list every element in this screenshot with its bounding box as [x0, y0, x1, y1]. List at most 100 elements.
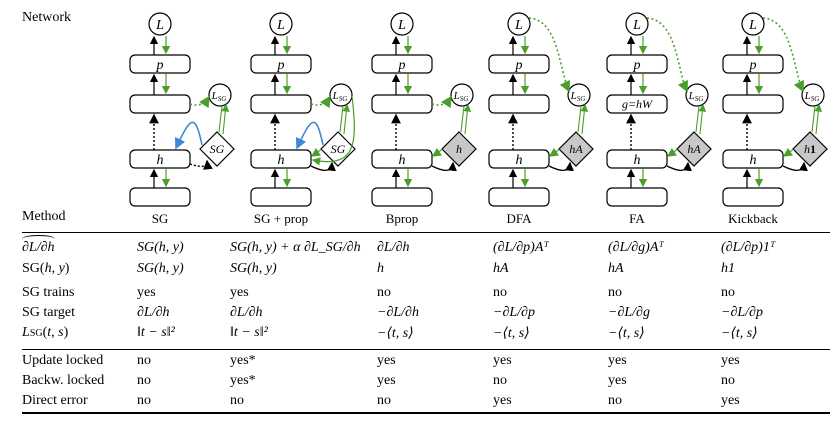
loss-node [148, 12, 172, 36]
sg-module-label: SG [331, 142, 346, 156]
table-cell-direct-error: no [137, 393, 151, 408]
sg-module-label: h [456, 142, 462, 156]
h-layer-box [371, 149, 433, 169]
sg-to-loss-link [580, 103, 589, 135]
h-layer-box [606, 149, 668, 169]
synthetic-gradient-arrow [174, 121, 203, 150]
h-layer-box [722, 149, 784, 169]
hidden-layer-label: g=hW [622, 97, 653, 111]
sg-module-label: hA [569, 142, 583, 156]
h-to-sg-arrow [666, 161, 692, 172]
table-cell-direct-error: yes [721, 393, 740, 408]
table-mid-rule [22, 349, 830, 350]
table-cell-grad: (∂L/∂p)1ᵀ [721, 240, 776, 255]
p-layer-label: p [515, 58, 523, 73]
loss-node [390, 12, 414, 36]
sg-to-h-arrow [431, 147, 443, 157]
input-layer-box [129, 187, 191, 207]
table-cell-sg-trains: yes [137, 285, 156, 300]
target-link-dotted [310, 95, 331, 109]
sg-to-h-arrow [666, 147, 678, 157]
input-layer-box [250, 187, 312, 207]
table-cell-update-locked: yes* [230, 353, 256, 368]
hidden-layer-box [722, 94, 784, 114]
row-label-backw-locked: Backw. locked [22, 373, 105, 388]
table-cell-update-locked: yes [377, 353, 396, 368]
table-cell-backw-locked: yes [377, 373, 396, 388]
table-cell-grad: SG(h, y) + α ∂L_SG/∂h [230, 240, 361, 255]
sg-module-diamond [792, 131, 828, 167]
sg-to-h-arrow [782, 147, 794, 157]
loss-node [625, 12, 649, 36]
table-cell-grad: (∂L/∂g)Aᵀ [608, 240, 664, 255]
table-cell-backw-locked: no [493, 373, 507, 388]
table-cell-sg-target: −∂L/∂p [493, 305, 535, 320]
table-cell-direct-error: no [230, 393, 244, 408]
h-to-sg-dotted [189, 159, 213, 170]
hidden-layer-box [250, 94, 312, 114]
table-cell-direct-error: no [377, 393, 391, 408]
loss-label: L [748, 18, 757, 33]
h-layer-box [129, 149, 191, 169]
p-layer-box [129, 54, 191, 74]
sg-module-label: SG [210, 142, 225, 156]
sg-to-loss-link [460, 105, 465, 133]
p-layer-label: p [156, 58, 164, 73]
p-layer-label: p [749, 58, 757, 73]
h-layer-label: h [399, 153, 406, 168]
input-layer-box [606, 187, 668, 207]
method-name: FA [629, 211, 645, 226]
table-cell-update-locked: yes [608, 353, 627, 368]
target-link-dotted [431, 95, 452, 109]
sg-loss-node [450, 83, 474, 107]
h-to-sg-arrow [782, 161, 808, 172]
table-cell-sg-fn: SG(h, y) [230, 261, 277, 276]
method-row-label: Method [22, 209, 66, 224]
h-layer-label: h [157, 153, 164, 168]
sg-to-loss-link [221, 103, 230, 135]
table-cell-backw-locked: no [137, 373, 151, 388]
loss-node [741, 12, 765, 36]
h-layer-label: h [278, 153, 285, 168]
table-cell-update-locked: yes [493, 353, 512, 368]
sg-module-label: hA [687, 142, 701, 156]
table-cell-backw-locked: yes [608, 373, 627, 388]
sg-to-loss-link [814, 103, 823, 135]
table-cell-sg-fn: h [377, 261, 384, 276]
sg-to-loss-link [218, 105, 223, 133]
sg-module-label: h1 [804, 142, 816, 156]
hidden-layer-box [606, 94, 668, 114]
table-cell-sg-fn: hA [493, 261, 509, 276]
row-label-l-sg: LSG(t, s) [22, 325, 69, 340]
table-cell-l-sg: −⟨t, s⟩ [493, 326, 530, 341]
loss-label: L [632, 18, 641, 33]
sg-to-loss-link [698, 103, 707, 135]
table-cell-sg-target: ∂L/∂h [230, 305, 263, 320]
network-diagrams: LphLSGSGLphLSGSGLphLSGhLphLSGhALpg=hWhLS… [129, 12, 828, 207]
table-cell-backw-locked: no [721, 373, 735, 388]
loss-label: L [397, 18, 406, 33]
method-name: Kickback [728, 211, 778, 226]
table-cell-l-sg: −⟨t, s⟩ [377, 326, 414, 341]
row-label-sg-trains: SG trains [22, 285, 75, 300]
table-cell-backw-locked: yes* [230, 373, 256, 388]
table-cell-grad: ∂L/∂h [377, 240, 410, 255]
sg-module-diamond [199, 131, 235, 167]
row-label-sg-fn: SG(h, y) [22, 261, 70, 276]
method-name: Bprop [385, 211, 419, 226]
row-label-grad: ∂L/∂h [22, 235, 55, 256]
table-cell-update-locked: yes [721, 353, 740, 368]
sg-loss-node [685, 83, 709, 107]
table-cell-grad: SG(h, y) [137, 240, 184, 255]
h-layer-box [250, 149, 312, 169]
table-cell-sg-fn: hA [608, 261, 624, 276]
sg-module-diamond [320, 131, 356, 167]
h-to-sg-arrow [310, 161, 336, 172]
input-layer-box [722, 187, 784, 207]
table-cell-sg-target: −∂L/∂p [721, 305, 763, 320]
